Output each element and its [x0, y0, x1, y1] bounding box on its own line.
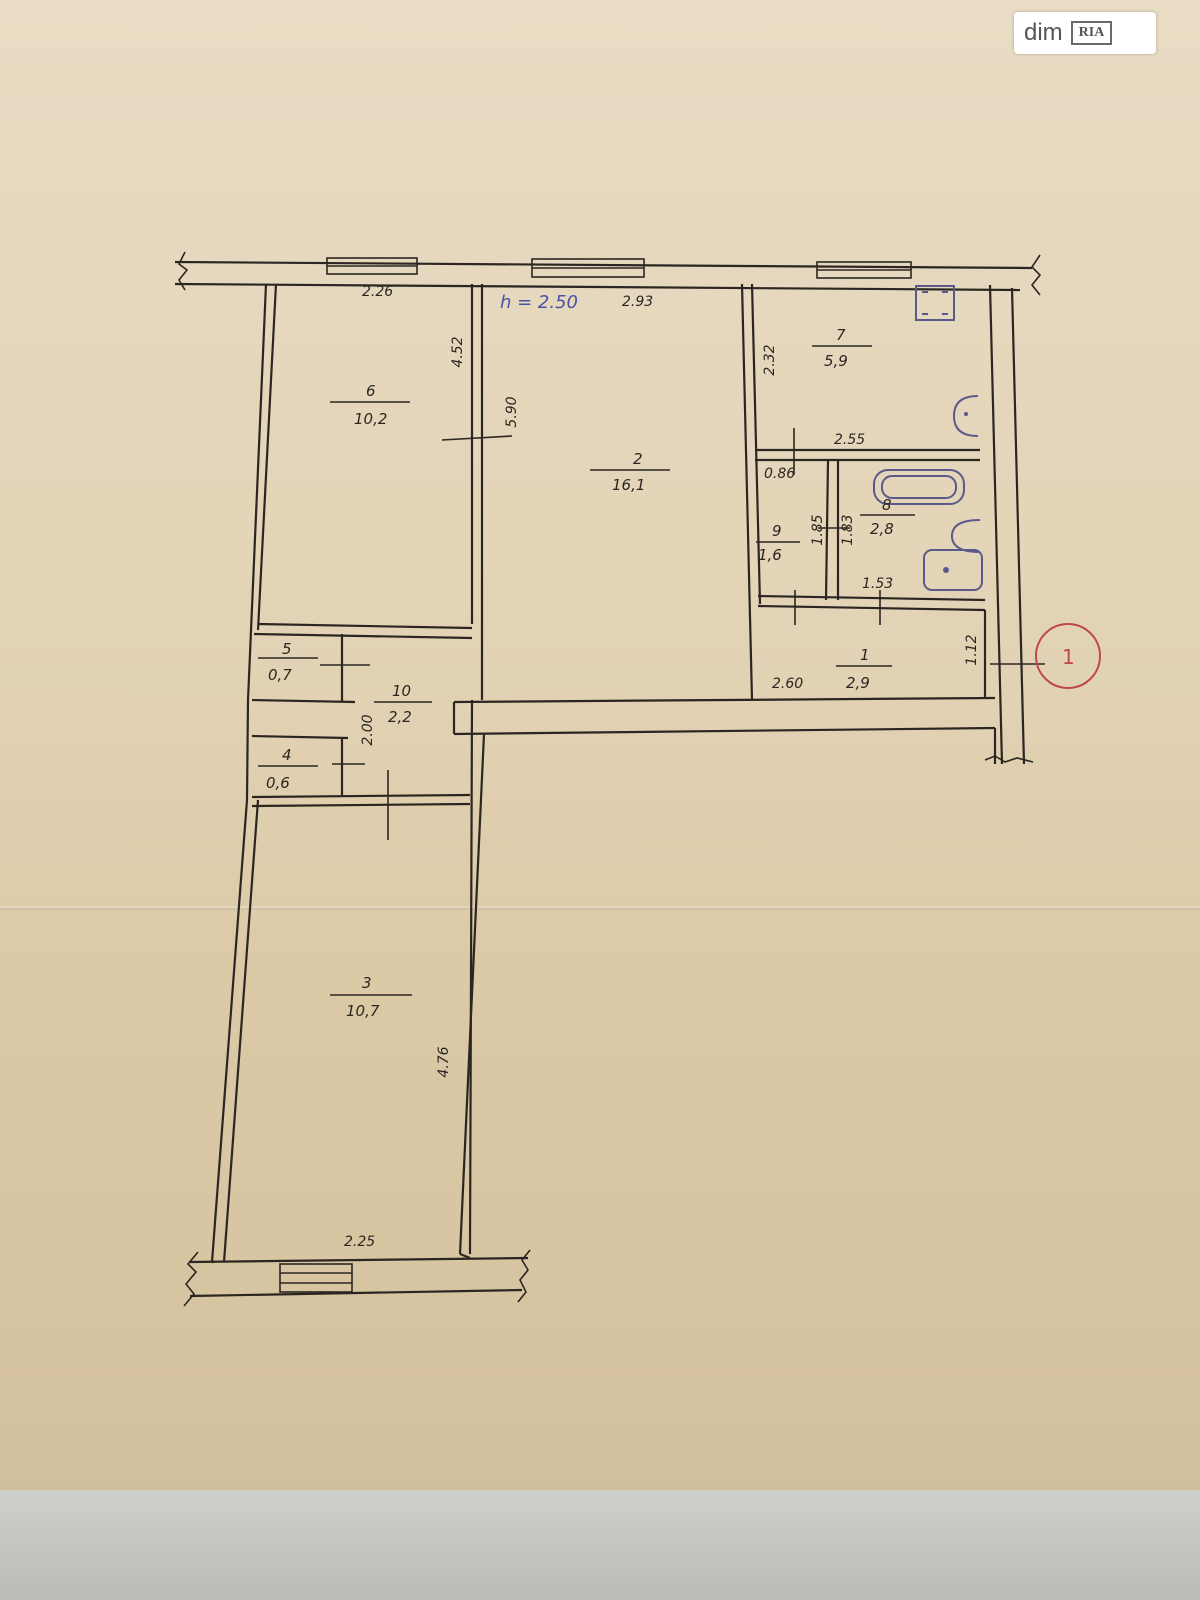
room6-number: 6	[366, 382, 376, 400]
corridor-walls	[251, 699, 486, 1255]
central-wall	[452, 696, 997, 764]
room6-area: 10,2	[354, 410, 387, 428]
watermark-badge: RIA	[1070, 21, 1113, 45]
room10-number: 10	[392, 682, 411, 700]
room5-top-wall	[253, 632, 473, 640]
sink-icon	[952, 395, 979, 437]
dim-room9-width: 0.86	[764, 466, 795, 482]
room2-area: 16,1	[612, 476, 645, 494]
room4-area: 0,6	[266, 774, 290, 792]
room1-walls	[983, 610, 1045, 698]
room1-area: 2,9	[846, 674, 870, 692]
room-labels: 6 10,2 2 16,1 7 5,9 8 2,8 9 1,6 1 2,9 5 …	[266, 326, 894, 1020]
dim-room2-length: 5.90	[504, 396, 520, 427]
dim-room7-length: 2.32	[762, 344, 778, 375]
exterior-wall-top	[174, 251, 1042, 296]
room1-number: 1	[860, 646, 870, 664]
dim-room2-width: 2.93	[622, 294, 653, 310]
exterior-wall-left	[210, 283, 278, 1263]
dim-room6-length: 4.52	[450, 336, 466, 367]
table-surface	[0, 1490, 1200, 1600]
room7-bottom-wall	[755, 448, 980, 462]
room5-number: 5	[282, 640, 292, 658]
room9-room8-walls	[757, 428, 986, 625]
watermark-logo: dim RIA	[1014, 12, 1156, 54]
window-room6	[326, 257, 418, 275]
dim-room8-width: 1.53	[862, 576, 893, 592]
window-room7	[816, 261, 912, 279]
dim-room3-width: 2.25	[344, 1234, 375, 1250]
dim-room6-width: 2.26	[362, 284, 393, 300]
room10-area: 2,2	[388, 708, 412, 726]
room6-bottom-wall	[257, 622, 473, 630]
dim-room1-width: 2.60	[772, 676, 803, 692]
toilet-icon	[923, 549, 983, 591]
room8-number: 8	[882, 496, 892, 514]
dim-room9-length: 1.85	[810, 514, 826, 545]
window-room2	[531, 258, 645, 278]
partition-6-2	[441, 284, 513, 700]
entrance-marker-number: 1	[1062, 645, 1075, 669]
stove-icon	[915, 285, 955, 321]
room5-walls	[251, 634, 370, 704]
room4-walls	[251, 734, 365, 797]
room9-area: 1,6	[758, 546, 782, 564]
area-fraction-lines	[258, 345, 915, 996]
dimension-labels: 2.26 2.93 2.55 0.86 1.53 2.60 2.25 4.52 …	[344, 284, 980, 1250]
paper-fold	[0, 906, 1200, 910]
room5-area: 0,7	[268, 666, 292, 684]
room9-number: 9	[772, 522, 782, 540]
entrance-marker-circle	[1035, 623, 1101, 689]
dim-room8-length: 1.83	[840, 514, 856, 545]
washbasin-icon	[950, 519, 981, 553]
room4-number: 4	[282, 746, 292, 764]
dim-room7-width: 2.55	[834, 432, 865, 448]
window-room3	[279, 1263, 353, 1293]
room2-number: 2	[633, 450, 643, 468]
watermark-text: dim	[1024, 19, 1063, 46]
room3-number: 3	[362, 974, 372, 992]
bathtub-icon	[873, 469, 965, 505]
dim-room3-length: 4.76	[436, 1046, 452, 1077]
room3-area: 10,7	[346, 1002, 380, 1020]
room7-area: 5,9	[824, 352, 848, 370]
partition-2-7	[740, 283, 762, 701]
dim-room10-length: 2.00	[360, 714, 376, 745]
exterior-wall-right	[984, 284, 1034, 765]
room8-area: 2,8	[870, 520, 894, 538]
room7-number: 7	[836, 326, 846, 344]
dim-room1-length: 1.12	[964, 634, 980, 665]
exterior-wall-bottom	[183, 1249, 531, 1307]
ceiling-height-note: h = 2.50	[500, 292, 578, 313]
